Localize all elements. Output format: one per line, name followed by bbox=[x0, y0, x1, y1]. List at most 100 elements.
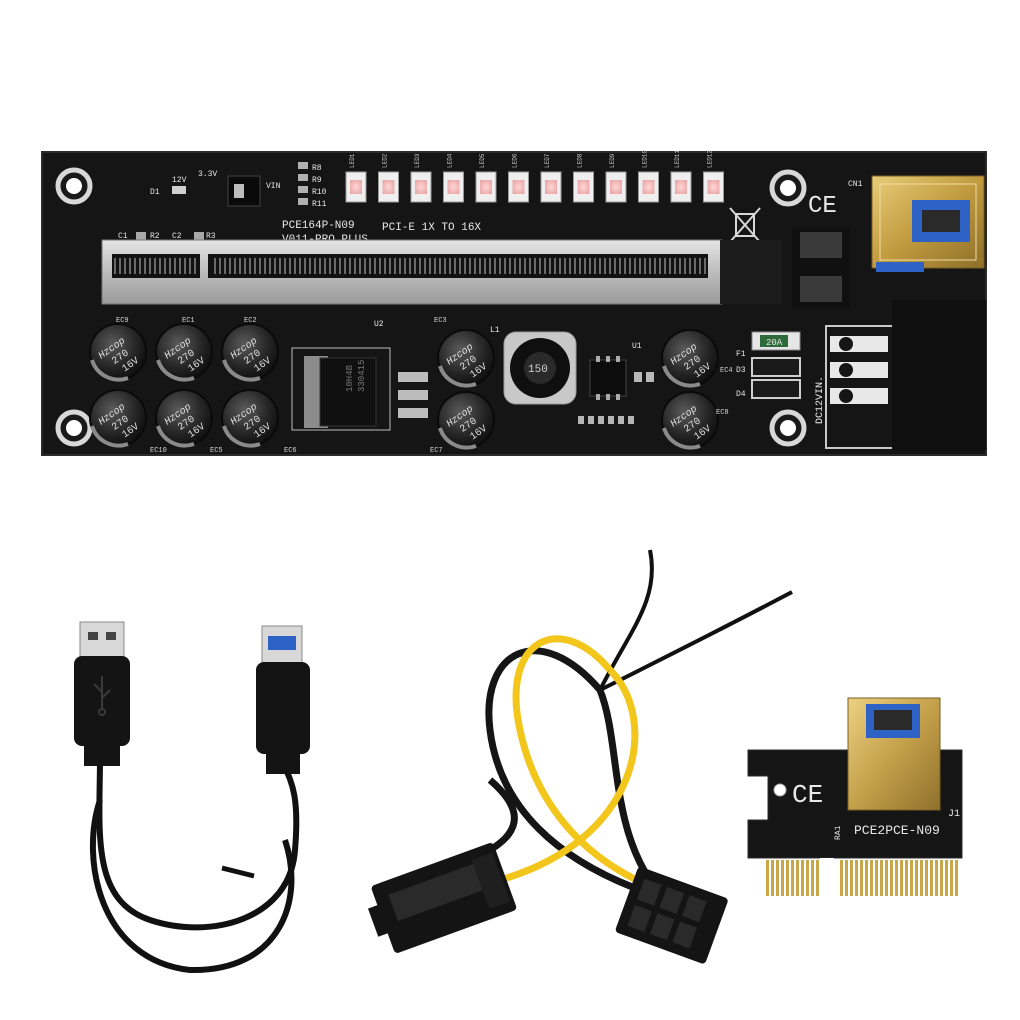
capacitor-ref: EC5 bbox=[210, 447, 223, 455]
capacitor-ref: EC3 bbox=[434, 317, 447, 325]
usb-cable bbox=[74, 621, 310, 974]
led: LED3 bbox=[410, 153, 432, 203]
led-label: LED9 bbox=[609, 153, 616, 168]
adapter-board: CE J1 RA1 PCE2PCE-N09 bbox=[747, 697, 963, 898]
led: LED2 bbox=[378, 153, 399, 203]
led: LED6 bbox=[508, 153, 529, 203]
led: LED5 bbox=[475, 153, 497, 203]
inductor: 150 bbox=[503, 331, 577, 405]
label-3v3: 3.3V bbox=[198, 170, 217, 179]
capacitor-group: Hzcop27016VEC9Hzcop27016VEC1Hzcop27016VE… bbox=[89, 317, 733, 455]
adapter-ce-mark: CE bbox=[792, 780, 823, 810]
pcie-8pin-connector bbox=[615, 867, 728, 964]
label-vin: VIN bbox=[266, 182, 281, 191]
led: LED9 bbox=[605, 153, 627, 203]
fuse-text: 20A bbox=[766, 338, 783, 348]
top-left-components bbox=[136, 162, 308, 240]
regulator-text-1: 10H4B bbox=[345, 364, 355, 392]
led-label: LED2 bbox=[382, 153, 389, 168]
led: LED10 bbox=[638, 150, 659, 203]
adapter-label-ra1: RA1 bbox=[834, 825, 843, 840]
label-d4: D4 bbox=[736, 390, 746, 399]
capacitor-ref: EC7 bbox=[430, 447, 443, 455]
mounting-holes bbox=[55, 167, 807, 447]
label-u1: U1 bbox=[632, 342, 642, 351]
dc12vin-label: DC12VIN. bbox=[815, 376, 826, 424]
label-12v: 12V bbox=[172, 176, 187, 185]
label-d3: D3 bbox=[736, 366, 746, 375]
slot-label: PCI-E 1X TO 16X bbox=[382, 222, 481, 234]
capacitor-ref: EC4 bbox=[720, 367, 733, 375]
led-label: LED11 bbox=[674, 150, 681, 168]
adapter-usb3-port bbox=[847, 697, 941, 811]
led: LED4 bbox=[443, 153, 464, 203]
adapter-model-label: PCE2PCE-N09 bbox=[854, 823, 940, 838]
label-r8: R8 bbox=[312, 164, 322, 173]
label-c2: C2 bbox=[172, 232, 182, 241]
inductor-value: 150 bbox=[528, 364, 548, 376]
adapter-gold-fingers bbox=[766, 860, 958, 896]
label-r9: R9 bbox=[312, 176, 322, 185]
label-r2: R2 bbox=[150, 232, 160, 241]
led-label: LED3 bbox=[414, 153, 421, 168]
led-label: LED12 bbox=[707, 150, 714, 168]
regulator-text-2: 330415 bbox=[357, 360, 367, 392]
led-label: LED1 bbox=[349, 153, 356, 168]
led: LED12 bbox=[703, 150, 724, 203]
usb-plug-left bbox=[74, 621, 130, 766]
usb-symbol-icon bbox=[93, 676, 111, 716]
sata-connector bbox=[367, 843, 517, 953]
led-label: LED10 bbox=[642, 150, 649, 168]
label-r10: R10 bbox=[312, 188, 327, 197]
label-c1: C1 bbox=[118, 232, 128, 241]
riser-ce-mark: CE bbox=[808, 193, 837, 220]
riser-board: R8 R9 R10 R11 VIN D1 C1 R2 C2 R3 U2 U1 L… bbox=[41, 150, 987, 456]
controller-chip bbox=[589, 356, 654, 400]
fuse-and-diodes: 20A bbox=[751, 331, 801, 399]
label-cn1: CN1 bbox=[848, 180, 863, 189]
usb-cable-loop bbox=[96, 754, 300, 931]
capacitor-ref: EC9 bbox=[116, 317, 129, 325]
label-u2: U2 bbox=[374, 320, 384, 329]
pcie-x16-slot bbox=[101, 239, 782, 305]
label-f1: F1 bbox=[736, 350, 746, 359]
weee-bin-icon bbox=[729, 207, 761, 243]
label-d1: D1 bbox=[150, 188, 160, 197]
led: LED11 bbox=[670, 150, 692, 203]
capacitor-ref: EC2 bbox=[244, 317, 257, 325]
led-label: LED6 bbox=[512, 153, 519, 168]
led-label: LED7 bbox=[544, 153, 551, 168]
led-label: LED8 bbox=[577, 153, 584, 168]
capacitor-ref: EC10 bbox=[150, 447, 167, 455]
usb-plug-right bbox=[256, 625, 310, 774]
label-r3: R3 bbox=[206, 232, 216, 241]
label-r11: R11 bbox=[312, 200, 327, 209]
riser-model-label: PCE164P-N09 bbox=[282, 220, 355, 232]
capacitor-ref: EC1 bbox=[182, 317, 195, 325]
capacitor-ref: EC6 bbox=[284, 447, 297, 455]
sata-power-cable bbox=[367, 549, 793, 964]
led-label: LED5 bbox=[479, 153, 486, 168]
led: LED1 bbox=[345, 153, 367, 203]
led: LED8 bbox=[573, 153, 594, 203]
adapter-label-j1: J1 bbox=[948, 809, 960, 820]
led: LED7 bbox=[540, 153, 562, 203]
silkscreen-labels: R8 R9 R10 R11 VIN D1 C1 R2 C2 R3 U2 U1 L… bbox=[118, 164, 912, 447]
led-row: LED1 LED2 LED3 LED4 LED5 LED6 LED7 LED8 LED9 LED1… bbox=[345, 150, 724, 203]
led-label: LED4 bbox=[447, 153, 454, 168]
resistor-array bbox=[578, 416, 634, 424]
capacitor-ref: EC8 bbox=[716, 409, 729, 417]
yellow-wire bbox=[512, 635, 662, 894]
label-l1: L1 bbox=[490, 326, 500, 335]
usb3-port bbox=[792, 175, 985, 308]
